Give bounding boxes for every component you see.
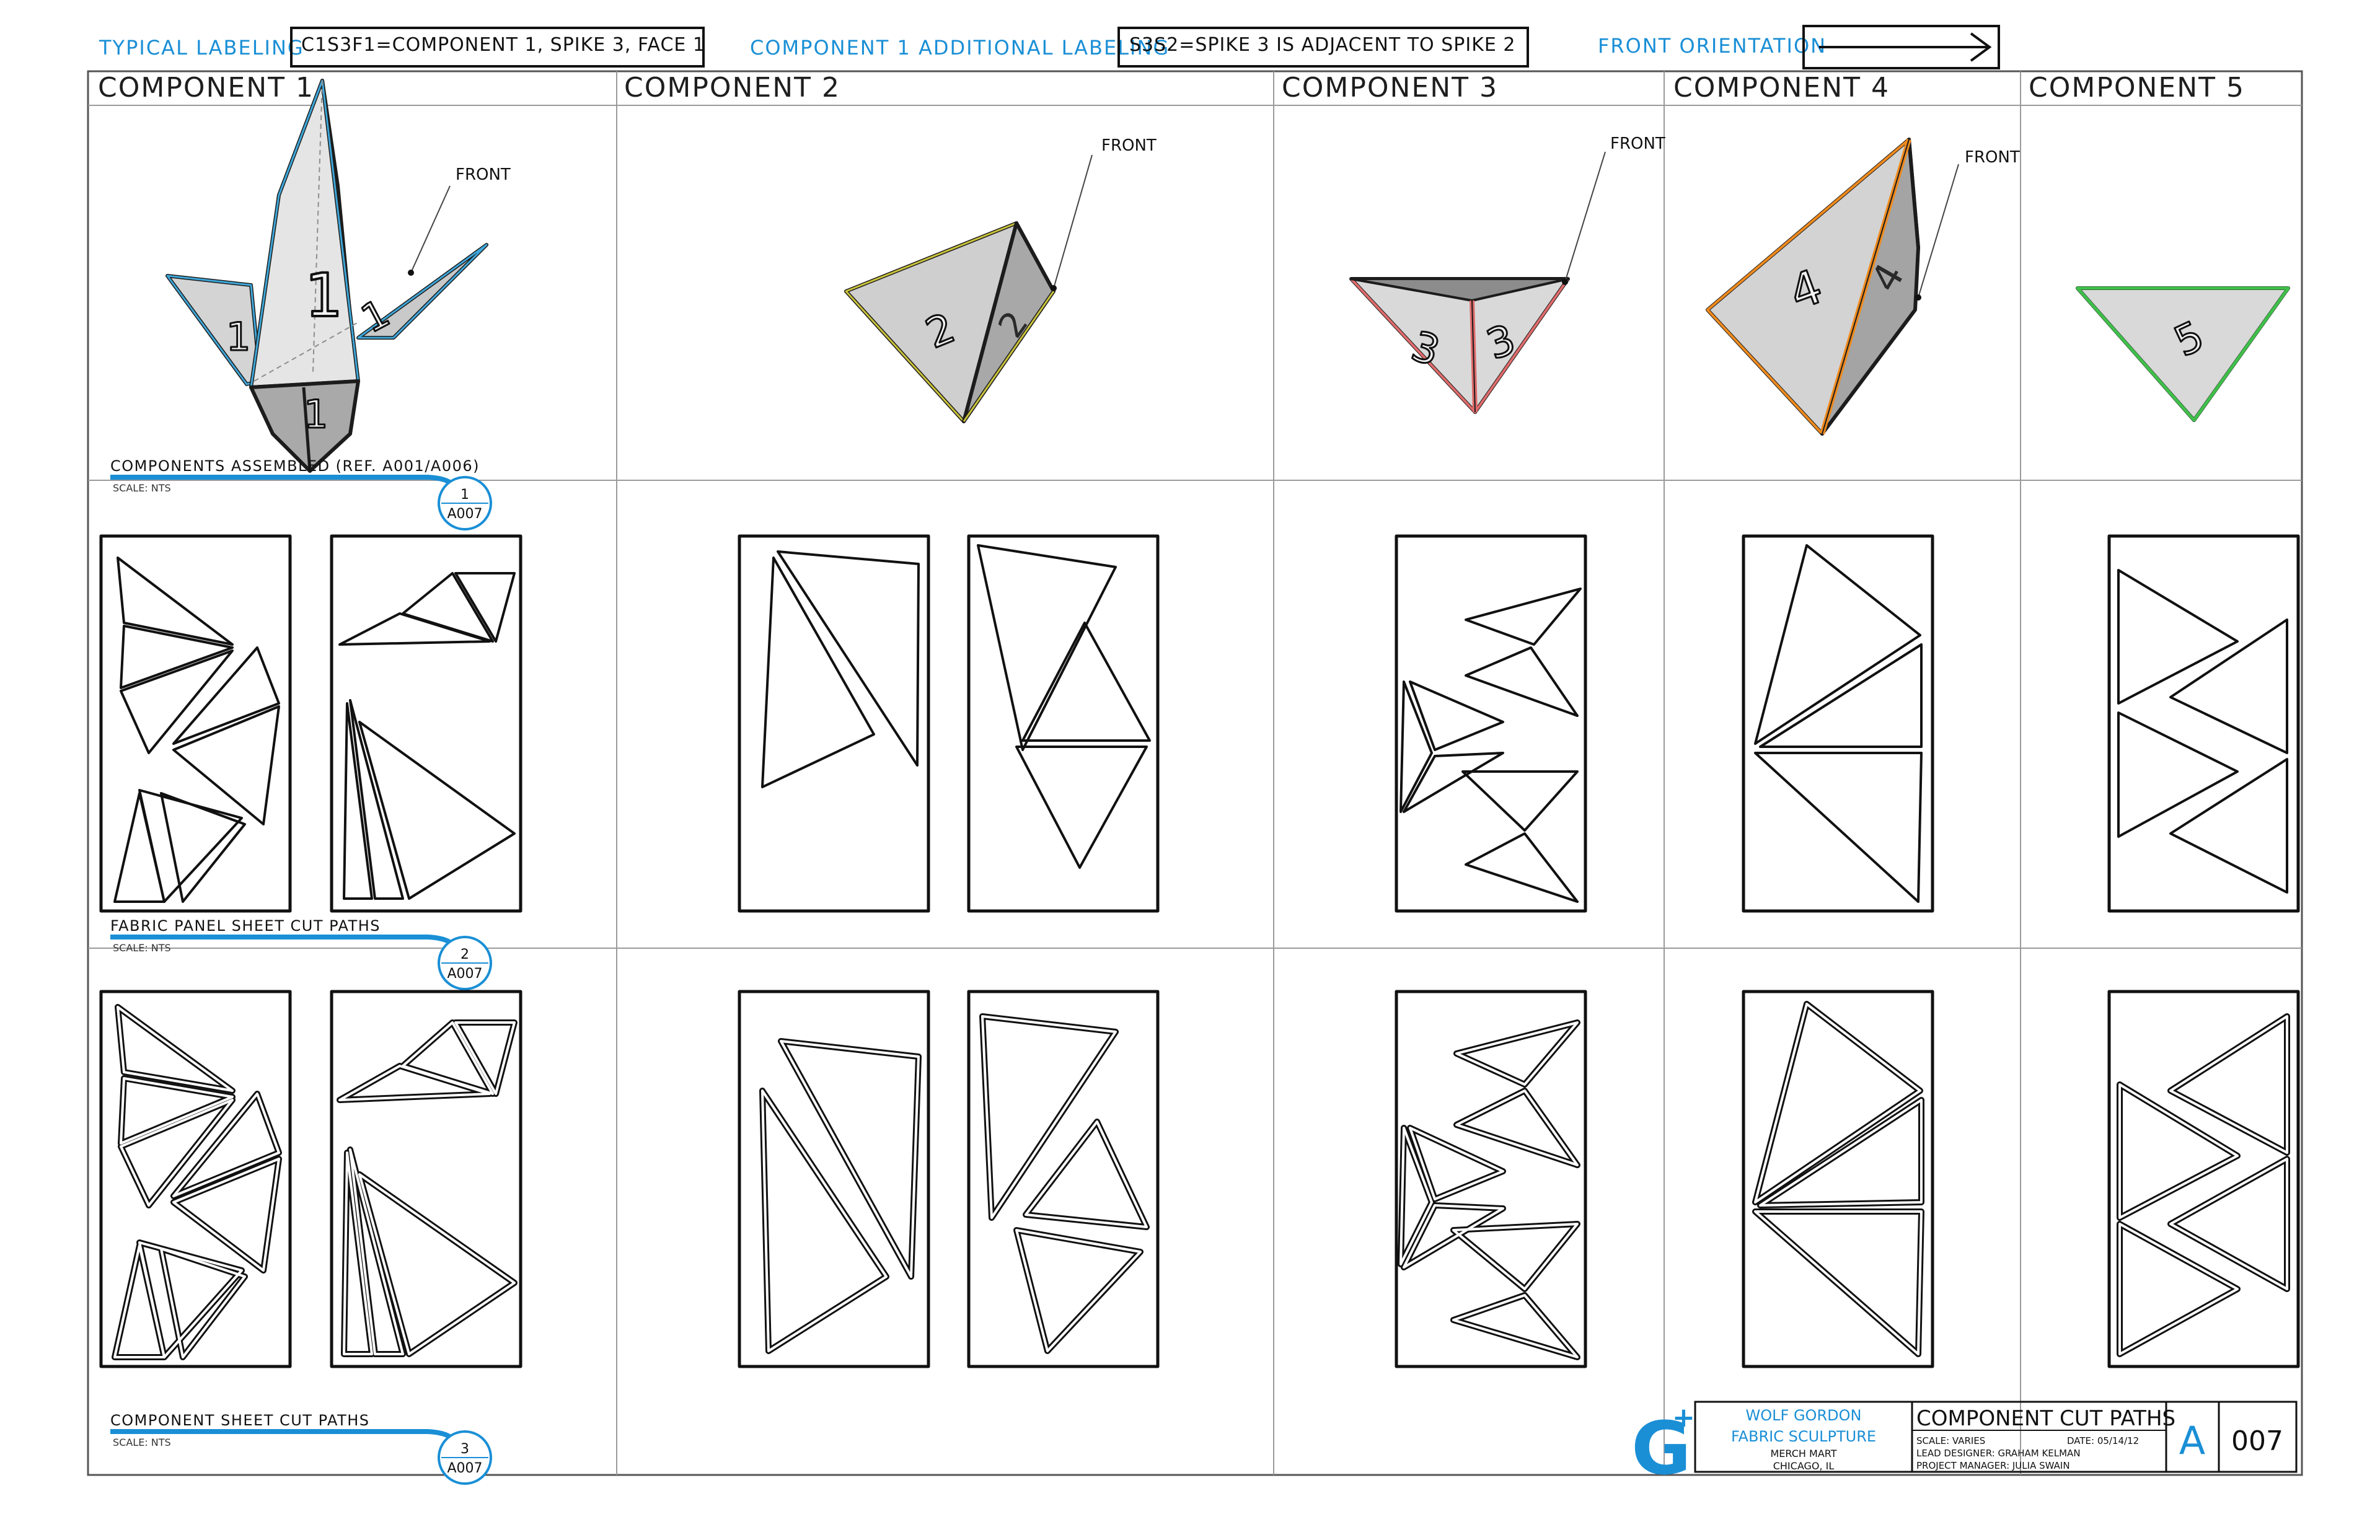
- front-label: FRONT: [1610, 134, 1665, 153]
- component-1-cut-sheet-a: [99, 990, 292, 1368]
- project-name: FABRIC SCULPTURE: [1731, 1428, 1876, 1445]
- additional-labeling-value: S3S2=SPIKE 3 IS ADJACENT TO SPIKE 2: [1129, 34, 1515, 56]
- sheet-title: COMPONENT CUT PATHS: [1916, 1406, 2175, 1431]
- component-2-fabric-sheet-a: [738, 534, 930, 913]
- column-title-component-5: COMPONENT 5: [2029, 72, 2245, 103]
- row-scale: SCALE: NTS: [113, 1437, 171, 1448]
- front-leader-line: [410, 185, 451, 273]
- component-2-fabric-sheet-b: [967, 534, 1160, 913]
- typical-labeling-value: C1S3F1=COMPONENT 1, SPIKE 3, FACE 1: [301, 34, 705, 56]
- column-headers: COMPONENT 1 COMPONENT 2 COMPONENT 3 COMP…: [98, 72, 2245, 103]
- front-label: FRONT: [1101, 136, 1157, 155]
- column-title-component-3: COMPONENT 3: [1282, 72, 1498, 103]
- typical-labeling-label: TYPICAL LABELING: [99, 36, 304, 59]
- row-scale: SCALE: NTS: [113, 482, 171, 494]
- row-title: FABRIC PANEL SHEET CUT PATHS: [110, 917, 381, 935]
- top-label-bar: TYPICAL LABELING C1S3F1=COMPONENT 1, SPI…: [99, 25, 2000, 69]
- component-3-fabric-sheet: [1395, 534, 1587, 913]
- additional-labeling-box: [1117, 27, 1529, 68]
- row-label-component-sheet: COMPONENT SHEET CUT PATHS SCALE: NTS 3 A…: [110, 1412, 492, 1485]
- component-2-cut-sheet-a: [738, 990, 930, 1368]
- component-cut-sheets: [99, 990, 2300, 1368]
- component-5-fabric-sheet: [2107, 534, 2300, 913]
- detail-sheet-ref: A007: [447, 1461, 482, 1476]
- detail-sheet-ref: A007: [447, 506, 482, 522]
- front-leader-line: [1053, 154, 1093, 289]
- sheet-number: 007: [2231, 1425, 2283, 1457]
- detail-number: 1: [461, 487, 469, 503]
- front-orientation-arrow-icon: [1819, 32, 1992, 62]
- component-1-bottom-number: 1: [304, 392, 328, 437]
- venue-name: MERCH MART: [1771, 1448, 1837, 1459]
- component-4-assembled-view: 4 4 FRONT: [1706, 138, 2020, 436]
- drawing-grid: [87, 70, 2303, 1476]
- component-3-cut-sheet: [1395, 990, 1587, 1368]
- component-4-cut-sheet: [1742, 990, 1934, 1368]
- component-1-fabric-sheet-a: [99, 534, 292, 913]
- front-leader-dot: [1562, 279, 1568, 285]
- front-leader-dot: [1915, 294, 1921, 301]
- component-3-assembled-view: 3 3 FRONT: [1349, 134, 1665, 414]
- front-orientation-box: [1802, 25, 2000, 69]
- component-5-cut-sheet: [2107, 990, 2300, 1368]
- row-label-assembled: COMPONENTS ASSEMBLED (REF. A001/A006) SC…: [110, 457, 492, 530]
- sheet-date: DATE: 05/14/12: [2067, 1435, 2139, 1446]
- column-title-component-2: COMPONENT 2: [624, 72, 840, 103]
- additional-labeling-label: COMPONENT 1 ADDITIONAL LABELING: [750, 36, 1170, 59]
- typical-labeling-box: [290, 27, 705, 68]
- sheet-scale: SCALE: VARIES: [1916, 1435, 1985, 1446]
- company-logo-plus: +: [1672, 1402, 1695, 1433]
- front-orientation-label: FRONT ORIENTATION: [1598, 34, 1827, 58]
- component-2-assembled-view: 2 2 FRONT: [844, 136, 1157, 423]
- front-leader-line: [1918, 164, 1959, 298]
- detail-number: 2: [461, 947, 469, 962]
- front-label: FRONT: [456, 165, 511, 184]
- component-4-fabric-sheet: [1742, 534, 1934, 913]
- front-leader-dot: [1051, 285, 1057, 291]
- component-1-side-number: 1: [226, 314, 250, 359]
- detail-sheet-ref: A007: [447, 966, 482, 982]
- sheet-letter: A: [2179, 1418, 2205, 1463]
- component-1-cut-sheet-b: [330, 990, 522, 1368]
- component-5-assembled-view: 5: [2076, 286, 2290, 422]
- lead-designer: LEAD DESIGNER: GRAHAM KELMAN: [1916, 1448, 2081, 1459]
- detail-number: 3: [461, 1441, 469, 1457]
- component-1-fabric-sheet-b: [330, 534, 522, 913]
- client-name: WOLF GORDON: [1746, 1407, 1862, 1424]
- row-scale: SCALE: NTS: [113, 942, 171, 954]
- row-title: COMPONENT SHEET CUT PATHS: [110, 1412, 370, 1429]
- project-manager: PROJECT MANAGER: JULIA SWAIN: [1916, 1460, 2070, 1471]
- row-title: COMPONENTS ASSEMBLED (REF. A001/A006): [110, 457, 480, 475]
- front-leader-line: [1564, 151, 1606, 283]
- component-1-face-number: 1: [305, 261, 343, 330]
- title-block: G + WOLF GORDON FABRIC SCULPTURE MERCH M…: [1631, 1401, 2298, 1491]
- front-leader-dot: [408, 270, 414, 276]
- column-title-component-1: COMPONENT 1: [98, 72, 314, 103]
- venue-city: CHICAGO, IL: [1773, 1460, 1835, 1472]
- front-label: FRONT: [1965, 148, 2020, 167]
- company-logo: G: [1631, 1406, 1691, 1491]
- fabric-panel-cut-sheets: [99, 534, 2300, 913]
- row-label-fabric-panel: FABRIC PANEL SHEET CUT PATHS SCALE: NTS …: [110, 917, 492, 990]
- component-2-cut-sheet-b: [967, 990, 1160, 1368]
- column-title-component-4: COMPONENT 4: [1673, 72, 1890, 103]
- component-1-assembled-view: 1 1 1 1 FRONT: [165, 79, 511, 473]
